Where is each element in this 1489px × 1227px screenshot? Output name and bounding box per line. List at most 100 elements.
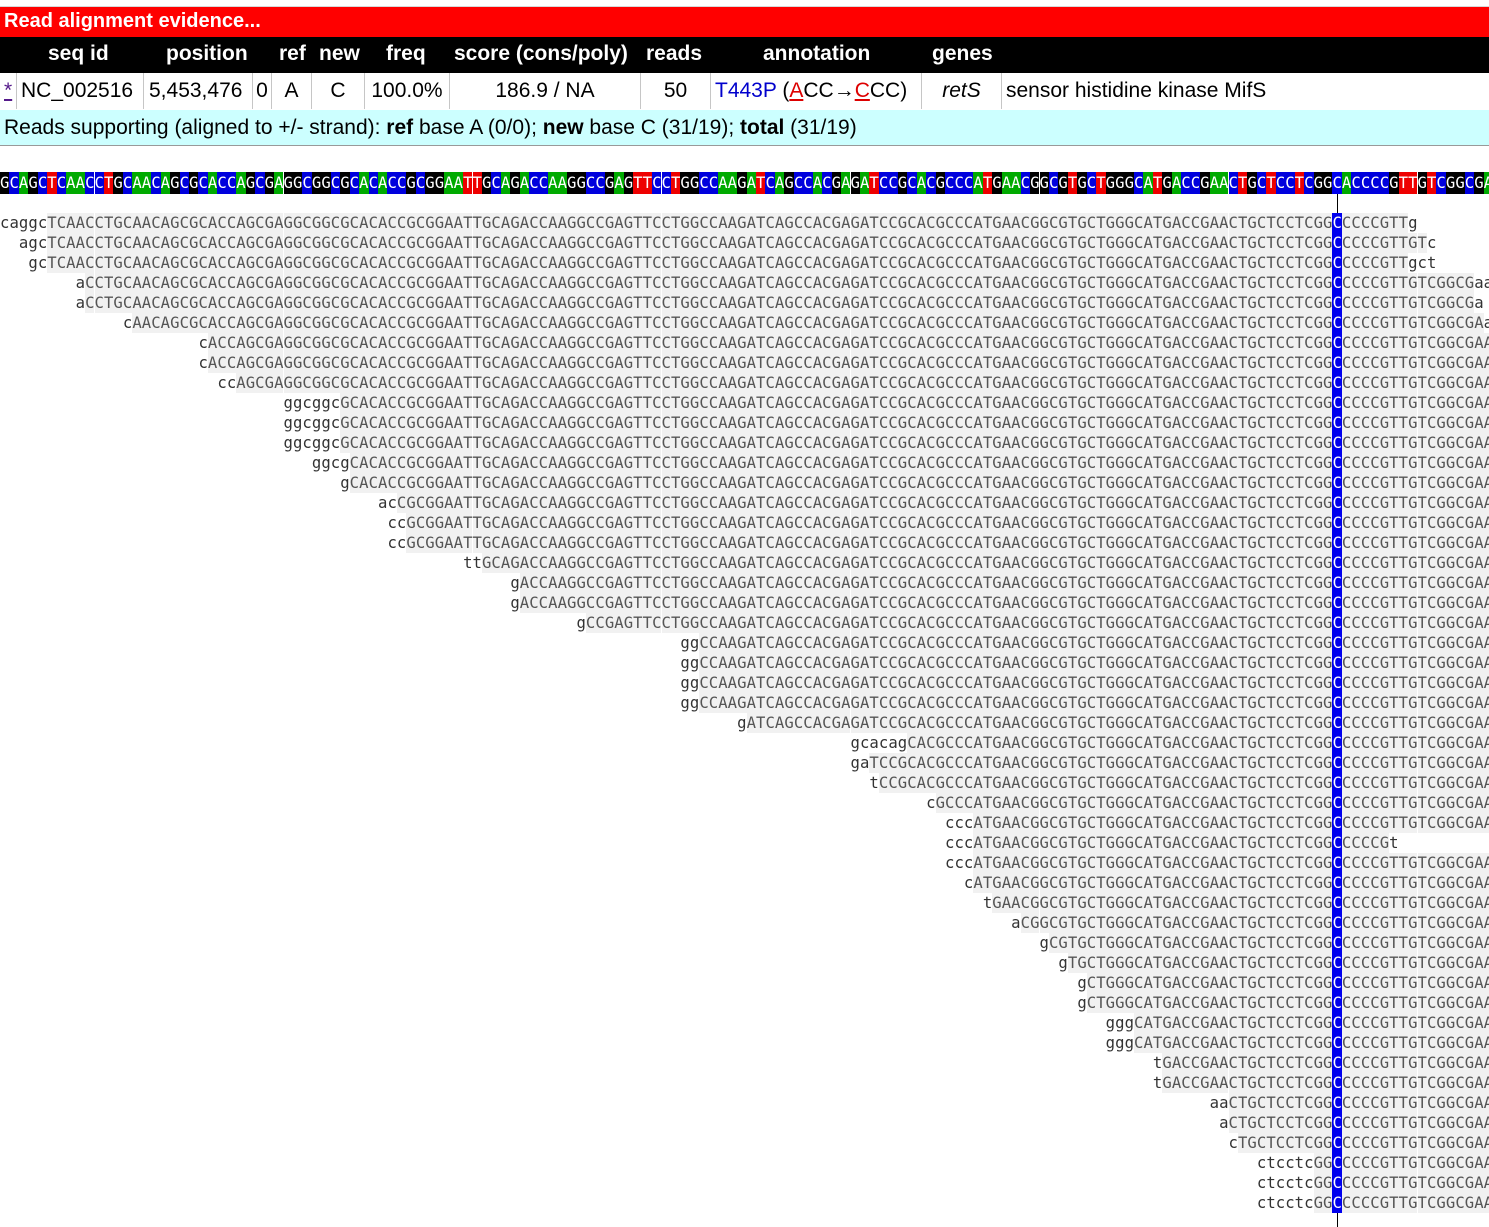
read-base: C — [585, 253, 596, 273]
read-base: G — [406, 473, 416, 493]
read-base: C — [926, 353, 936, 373]
read-base: C — [765, 473, 775, 493]
read-base: A — [207, 213, 218, 233]
read-base: C — [1370, 1013, 1380, 1033]
read-base: a — [888, 734, 898, 752]
read-base: T — [463, 213, 473, 233]
read-base: A — [1011, 653, 1021, 673]
read-base: A — [727, 273, 738, 293]
read-base: C — [595, 453, 605, 473]
read-base: T — [1389, 553, 1399, 573]
read-base: T — [1152, 453, 1163, 473]
reference-base: A — [66, 172, 76, 194]
read-base: C — [1086, 553, 1097, 573]
read-base: G — [264, 373, 275, 393]
read-base: C — [415, 473, 426, 493]
read-base: G — [1436, 1113, 1446, 1133]
read-base: C — [1190, 813, 1201, 833]
read-base: C — [926, 493, 936, 513]
read-base: G — [1323, 553, 1333, 573]
read-base: T — [869, 513, 879, 533]
read-base: C — [1332, 393, 1342, 413]
read-base: G — [1445, 1153, 1456, 1173]
read-base: A — [66, 213, 76, 233]
read-base: G — [604, 273, 615, 293]
read-base: T — [1398, 253, 1409, 273]
read-base: C — [1370, 693, 1380, 713]
read-base: g — [321, 414, 331, 432]
read-base: G — [850, 333, 860, 353]
row-detail-link[interactable]: * — [4, 79, 13, 102]
reference-base: A — [207, 172, 218, 194]
read-base: A — [1143, 473, 1153, 493]
read-base: A — [519, 273, 530, 293]
read-base: G — [567, 373, 577, 393]
reference-base: G — [623, 172, 634, 194]
read-base: C — [538, 513, 549, 533]
read-base: T — [1417, 1053, 1427, 1073]
read-base: C — [1455, 273, 1465, 293]
read-base: C — [1370, 1113, 1380, 1133]
read-base: C — [793, 233, 804, 253]
read-base: T — [472, 213, 482, 233]
annotation-link[interactable]: T443P — [715, 79, 777, 102]
read-base: G — [1039, 833, 1049, 853]
read-base: C — [699, 453, 709, 473]
read-base: T — [472, 313, 482, 333]
read-base: T — [756, 693, 766, 713]
read-base: T — [1294, 473, 1305, 493]
read-base: C — [963, 353, 974, 373]
read-base: C — [538, 453, 549, 473]
read-base: C — [954, 553, 964, 573]
read-base: A — [1171, 233, 1182, 253]
read-base: T — [1398, 1193, 1409, 1213]
read-base: G — [935, 333, 945, 353]
read-base: G — [1445, 1193, 1456, 1213]
read-base: T — [982, 833, 993, 853]
read-base: G — [1058, 693, 1068, 713]
read-base: C — [954, 453, 964, 473]
read-base: T — [1067, 213, 1078, 233]
read-base: T — [1067, 873, 1078, 893]
read-base: C — [179, 213, 189, 233]
read-base: G — [1313, 293, 1323, 313]
read-base: G — [1105, 693, 1116, 713]
read-base: C — [538, 273, 549, 293]
read-base: A — [1474, 553, 1484, 573]
read-base: C — [945, 793, 955, 813]
read-base: T — [1398, 593, 1409, 613]
reference-base: A — [1483, 172, 1489, 194]
read-base: t — [1266, 1174, 1276, 1192]
read-base: G — [1323, 693, 1333, 713]
reference-base: G — [170, 172, 180, 194]
read-base: C — [1048, 513, 1059, 533]
read-base: G — [1436, 753, 1446, 773]
read-base: C — [1360, 1173, 1371, 1193]
read-base: T — [1067, 813, 1078, 833]
read-base: A — [859, 293, 870, 313]
read-base: C — [1086, 313, 1097, 333]
read-base: C — [1256, 293, 1267, 313]
read-base: T — [633, 473, 643, 493]
read-base: G — [689, 333, 700, 353]
read-base: C — [954, 293, 964, 313]
read-base: G — [850, 253, 860, 273]
read-base: g — [283, 414, 293, 432]
read-base: G — [1464, 693, 1475, 713]
read-base: C — [1341, 973, 1352, 993]
read-base: T — [1417, 693, 1427, 713]
read-base: G — [576, 313, 586, 333]
read-base: C — [708, 233, 719, 253]
read-base: C — [1181, 653, 1191, 673]
read-base: C — [1275, 253, 1286, 273]
read-base: A — [1143, 513, 1153, 533]
read-base: G — [1313, 913, 1323, 933]
read-base: T — [1389, 813, 1399, 833]
read-base: G — [1379, 433, 1390, 453]
read-base: C — [1181, 233, 1191, 253]
reference-base: C — [368, 172, 378, 194]
read-base: G — [1124, 553, 1134, 573]
read-base: G — [1313, 253, 1323, 273]
read-base: C — [1370, 233, 1380, 253]
read-base: C — [1181, 553, 1191, 573]
